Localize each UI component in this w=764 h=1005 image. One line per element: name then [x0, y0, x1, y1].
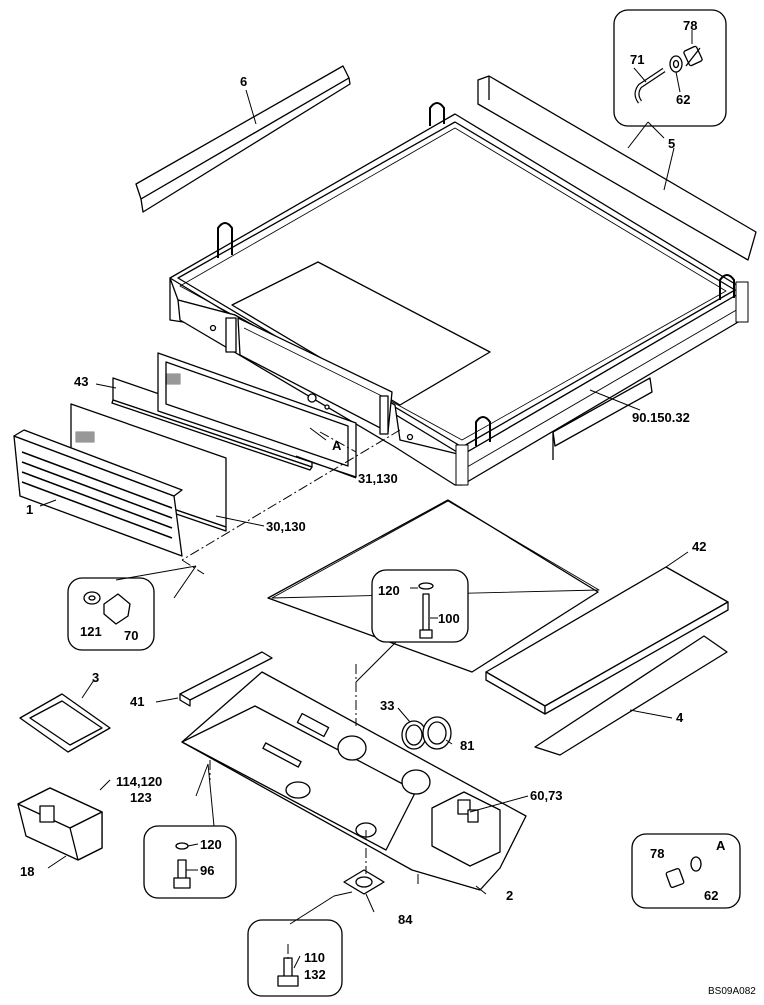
- label-6: 6: [240, 74, 247, 89]
- label-62: 62: [676, 92, 690, 107]
- label-30-130: 30,130: [266, 519, 306, 534]
- tray-part-3: [19, 693, 111, 753]
- label-84: 84: [398, 912, 413, 927]
- label-132: 132: [304, 967, 326, 982]
- label-81: 81: [460, 738, 474, 753]
- label-1: 1: [26, 502, 33, 517]
- label-70: 70: [124, 628, 138, 643]
- label-31-130: 31,130: [358, 471, 398, 486]
- label-4: 4: [676, 710, 684, 725]
- label-96: 96: [200, 863, 214, 878]
- gasket-part-31: [157, 352, 357, 478]
- box-part-18: [17, 787, 103, 861]
- label-121: 121: [80, 624, 102, 639]
- label-2: 2: [506, 888, 513, 903]
- label-110: 110: [304, 950, 325, 965]
- detail-pointer-lines: [115, 565, 353, 925]
- label-41: 41: [130, 694, 144, 709]
- label-18: 18: [20, 864, 34, 879]
- label-123: 123: [130, 790, 152, 805]
- label-A-detail: A: [716, 838, 726, 853]
- label-60-73: 60,73: [530, 788, 563, 803]
- main-tray-frame: [169, 102, 749, 486]
- strip-part-6: [135, 65, 351, 213]
- detail-120-100: [355, 569, 469, 683]
- label-120-a: 120: [378, 583, 400, 598]
- label-71: 71: [630, 52, 644, 67]
- plate-part-2: [181, 671, 527, 891]
- label-100: 100: [438, 611, 460, 626]
- bar-part-41: [179, 651, 273, 707]
- label-120-b: 120: [200, 837, 222, 852]
- label-62-detail: 62: [704, 888, 718, 903]
- detail-110-132: [247, 919, 343, 997]
- label-33: 33: [380, 698, 394, 713]
- label-78: 78: [683, 18, 697, 33]
- ring-part-81: [422, 716, 452, 750]
- detail-A-78-62: [631, 833, 741, 909]
- label-43: 43: [74, 374, 88, 389]
- detail-121-70: [67, 577, 155, 651]
- label-42: 42: [692, 539, 706, 554]
- ring-part-33: [401, 720, 427, 750]
- strip-part-5: [477, 75, 757, 261]
- leader-lines: [39, 30, 693, 969]
- pad-part-42: [485, 566, 729, 715]
- label-114-120: 114,120: [116, 774, 162, 789]
- detail-71-78-62: [613, 9, 727, 149]
- label-5: 5: [668, 136, 675, 151]
- flange-part-84: [343, 869, 385, 895]
- detail-120-96: [143, 825, 237, 899]
- pad-part-4: [534, 635, 728, 756]
- label-view-A: A: [332, 438, 342, 453]
- label-90-150-32: 90.150.32: [632, 410, 690, 425]
- label-3: 3: [92, 670, 99, 685]
- drawing-code: BS09A082: [708, 986, 756, 997]
- label-78-detail: 78: [650, 846, 664, 861]
- part-labels: 6 78 71 62 5 90.150.32 43 A 31,130 1 30,…: [20, 18, 756, 997]
- grille-part-1: [13, 429, 183, 557]
